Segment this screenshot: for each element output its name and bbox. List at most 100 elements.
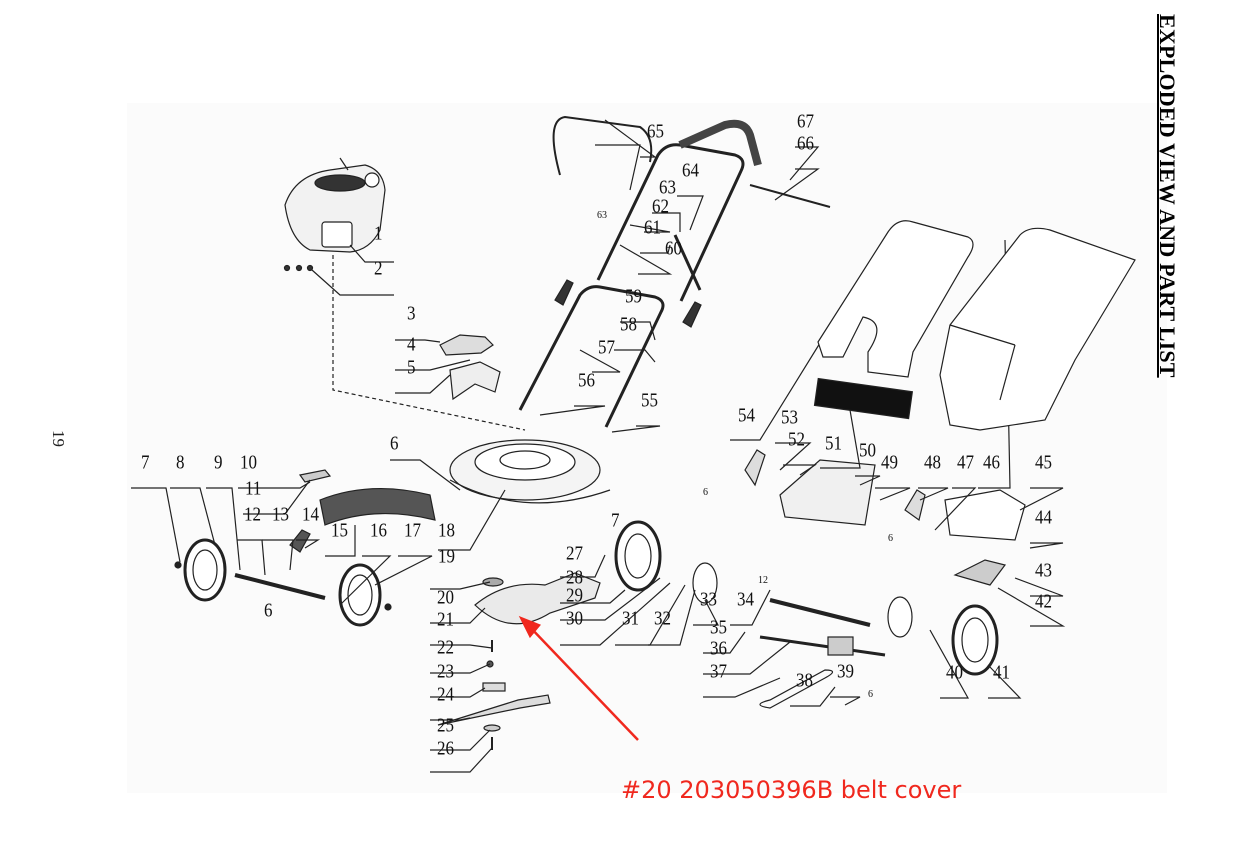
callout-label-66: 66 [797,132,814,155]
engine-bolts-icon [283,264,314,272]
part-51-icon [813,377,914,420]
grass-catcher-frame-icon [817,220,974,378]
callout-label-31: 31 [622,607,639,630]
callout-label-37: 37 [710,660,727,683]
callout-label-33: 33 [700,588,717,611]
callout-label-32: 32 [654,607,671,630]
callout-label-41: 41 [993,661,1010,684]
callout-label-36: 36 [710,637,727,660]
callout-label-63: 63 [597,210,607,221]
mower-deck-icon [449,439,611,504]
callout-label-49: 49 [881,451,898,474]
arrow-head-icon [518,615,541,639]
cable-icon [673,234,702,291]
callout-label-7: 7 [611,509,620,532]
callout-label-44: 44 [1035,506,1052,529]
callout-label-6: 6 [868,689,873,700]
part-14-icon [289,529,311,553]
callout-label-46: 46 [983,451,1000,474]
part-5-icon [449,361,501,401]
callout-label-67: 67 [797,110,814,133]
upper-handle-icon [596,143,745,302]
callout-label-6: 6 [390,432,399,455]
bail-bar-icon [552,115,653,176]
throttle-cable-icon [749,184,831,208]
callout-label-56: 56 [578,369,595,392]
rear-axle-icon [769,598,871,627]
callout-label-28: 28 [566,566,583,589]
callout-label-8: 8 [176,451,185,474]
callout-label-64: 64 [682,159,699,182]
lower-handle-icon [518,285,665,428]
callout-label-39: 39 [837,660,854,683]
engine-part-icon [284,157,386,253]
callout-label-5: 5 [407,356,416,379]
callout-label-34: 34 [737,588,754,611]
part-11-icon [298,469,332,483]
callout-label-13: 13 [272,503,289,526]
callout-label-21: 21 [437,608,454,631]
callout-label-19: 19 [438,545,455,568]
callout-label-55: 55 [641,389,658,412]
rear-left-wheel-icon [614,520,662,592]
front-left-wheel-icon [183,538,227,602]
callout-label-43: 43 [1035,559,1052,582]
callout-label-4: 4 [407,333,416,356]
callout-label-27: 27 [566,542,583,565]
gearbox-icon [827,636,854,656]
callout-label-51: 51 [825,432,842,455]
callout-label-25: 25 [437,714,454,737]
callout-label-42: 42 [1035,590,1052,613]
part-25-icon [483,724,501,732]
callout-label-54: 54 [738,404,755,427]
callout-label-15: 15 [331,519,348,542]
callout-label-17: 17 [404,519,421,542]
blade-icon [437,694,551,726]
callout-label-50: 50 [859,439,876,462]
callout-label-58: 58 [620,313,637,336]
callout-label-18: 18 [438,519,455,542]
callout-label-52: 52 [788,428,805,451]
rear-frame-icon [779,459,876,526]
callout-label-1: 1 [374,222,383,245]
handle-knob-left-icon [554,279,574,306]
part-19-icon [482,577,504,587]
callout-label-59: 59 [625,285,642,308]
callout-label-22: 22 [437,636,454,659]
callout-label-26: 26 [437,737,454,760]
callout-label-60: 60 [665,237,682,260]
callout-label-62: 62 [652,195,669,218]
callout-label-57: 57 [598,336,615,359]
callout-label-48: 48 [924,451,941,474]
part-33-icon [692,562,718,604]
handle-knob-right-icon [682,301,702,328]
callout-label-14: 14 [302,503,319,526]
callout-label-16: 16 [370,519,387,542]
handle-grip-icon [678,119,762,167]
callout-label-3: 3 [407,302,416,325]
callout-label-35: 35 [710,616,727,639]
callout-label-6: 6 [888,533,893,544]
part-23-icon [482,682,506,692]
callout-label-11: 11 [245,477,262,500]
part-annotation: #20 203050396B belt cover [621,776,961,804]
callout-label-53: 53 [781,406,798,429]
front-axle-icon [234,573,326,600]
engine-mount-dashed-line [332,255,526,431]
callout-label-12: 12 [244,503,261,526]
annotation-text: #20 203050396B belt cover [621,776,962,804]
callout-label-63: 63 [659,176,676,199]
callout-label-6: 6 [703,487,708,498]
part-43-icon [953,559,1007,586]
callout-label-9: 9 [214,451,223,474]
callout-label-38: 38 [796,669,813,692]
rear-door-icon [944,489,1026,541]
belt-cover-icon [474,572,601,625]
front-right-wheel-icon [338,563,382,627]
part-48-icon [904,489,926,522]
callout-label-65: 65 [647,120,664,143]
callout-label-30: 30 [566,607,583,630]
rear-flap-icon [319,487,436,526]
callout-label-6: 6 [264,599,273,622]
